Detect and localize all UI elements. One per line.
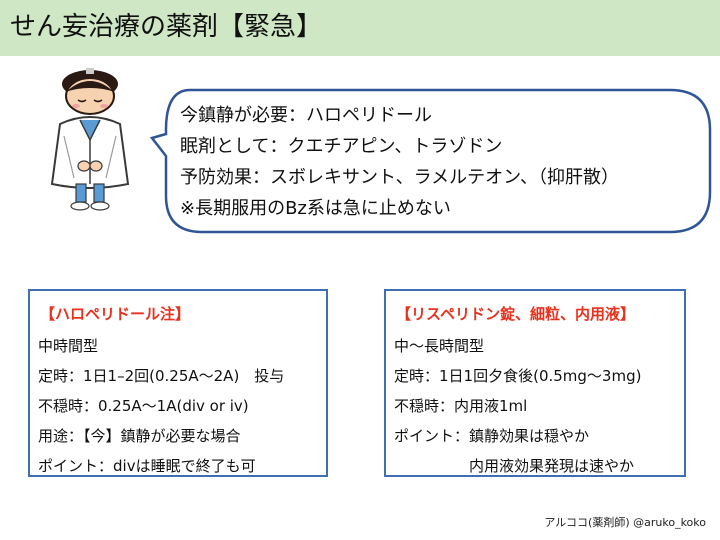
risperidone-line-4: ポイント：鎮静効果は穏やか [394,427,590,445]
title-bar: せん妄治療の薬剤【緊急】 [0,0,720,56]
risperidone-card: 【リスペリドン錠、細粒、内用液】 中〜長時間型 定時：1日1回夕食後(0.5mg… [384,289,686,477]
speech-bubble [150,88,712,234]
bubble-text: 今鎮静が必要：ハロペリドール 眠剤として：クエチアピン、トラゾドン 予防効果：ス… [180,100,700,224]
bubble-line-3: 予防効果：スボレキサント、ラメルテオン、（抑肝散） [180,167,620,188]
haloperidol-line-2: 定時：1日1–2回(0.25A〜2A) 投与 [38,367,285,385]
bubble-line-4: ※長期服用のBz系は急に止めない [180,198,451,219]
haloperidol-line-4: 用途：【今】鎮静が必要な場合 [38,427,241,445]
haloperidol-line-1: 中時間型 [38,337,99,355]
haloperidol-heading: 【ハロペリドール注】 [40,305,191,323]
risperidone-heading: 【リスペリドン錠、細粒、内用液】 [396,305,635,323]
risperidone-line-5: 内用液効果発現は速やか [394,457,635,475]
bubble-line-2: 眠剤として：クエチアピン、トラゾドン [180,136,503,157]
haloperidol-card: 【ハロペリドール注】 中時間型 定時：1日1–2回(0.25A〜2A) 投与 不… [28,289,328,477]
author-credit: アルココ(薬剤師) @aruko_koko [544,516,706,529]
haloperidol-line-5: ポイント：divは睡眠で終了も可 [38,457,256,475]
risperidone-lines: 中〜長時間型 定時：1日1回夕食後(0.5mg〜3mg) 不穏時：内用液1ml … [394,331,641,481]
risperidone-line-1: 中〜長時間型 [394,337,485,355]
page-title: せん妄治療の薬剤【緊急】 [10,12,323,42]
haloperidol-line-3: 不穏時：0.25A〜1A(div or iv) [38,397,249,415]
bubble-line-1: 今鎮静が必要：ハロペリドール [180,105,432,126]
haloperidol-lines: 中時間型 定時：1日1–2回(0.25A〜2A) 投与 不穏時：0.25A〜1A… [38,331,284,481]
nurse-bowing-icon [50,68,130,211]
risperidone-line-3: 不穏時：内用液1ml [394,397,528,415]
risperidone-line-2: 定時：1日1回夕食後(0.5mg〜3mg) [394,367,642,385]
